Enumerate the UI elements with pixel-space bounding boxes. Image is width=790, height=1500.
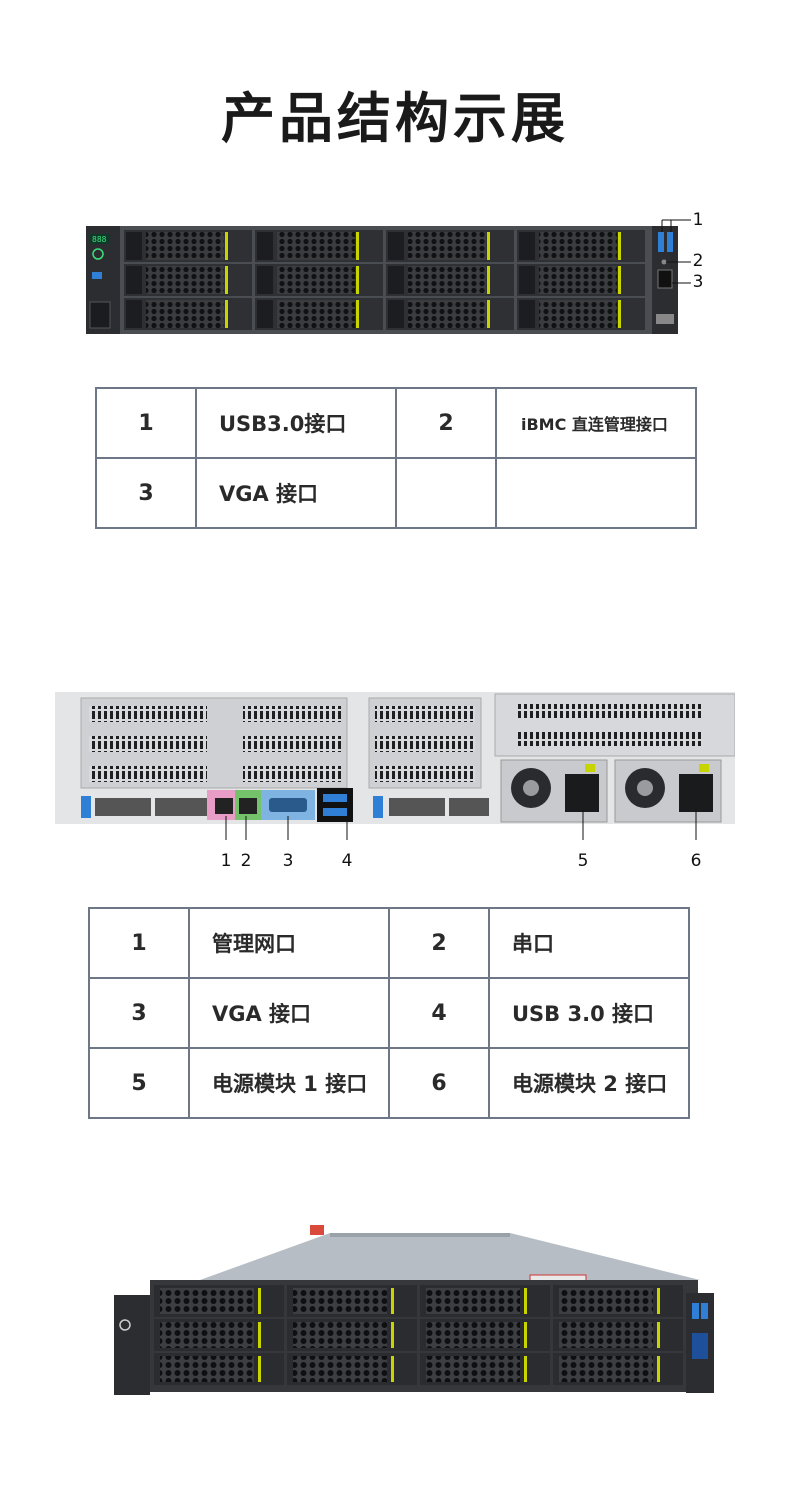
- drive-bay: [420, 1353, 550, 1385]
- table-cell-label: USB3.0接口: [195, 387, 397, 459]
- drive-bay: [553, 1319, 683, 1351]
- table-row: 1 USB3.0接口 2 iBMC 直连管理接口: [95, 387, 697, 459]
- drive-bay: [255, 264, 383, 296]
- table-cell-label: 电源模块 1 接口: [188, 1047, 390, 1119]
- drive-bay: [517, 230, 645, 262]
- rear-callout-1: 1: [220, 851, 232, 871]
- table-cell-number: 3: [95, 457, 197, 529]
- table-cell-label: VGA 接口: [195, 457, 397, 529]
- table-cell-label: iBMC 直连管理接口: [495, 387, 697, 459]
- table-cell-number: 2: [388, 907, 490, 979]
- front-callout-3: 3: [692, 272, 704, 292]
- table-cell-label: USB 3.0 接口: [488, 977, 690, 1049]
- drive-bay: [154, 1353, 284, 1385]
- drive-bay: [553, 1353, 683, 1385]
- table-cell-label: 管理网口: [188, 907, 390, 979]
- front-callout-1: 1: [692, 210, 704, 230]
- table-cell-number: 4: [388, 977, 490, 1049]
- drive-bay: [124, 298, 252, 330]
- drive-bay: [255, 230, 383, 262]
- drive-bay: [386, 298, 514, 330]
- drive-bay: [420, 1285, 550, 1317]
- rear-callout-3: 3: [282, 851, 294, 871]
- drive-bay: [287, 1285, 417, 1317]
- table-row: 3 VGA 接口 4 USB 3.0 接口: [88, 977, 690, 1049]
- front-callout-2: 2: [692, 251, 704, 271]
- table-cell-label: [495, 457, 697, 529]
- drive-bay: [154, 1319, 284, 1351]
- drive-bay: [287, 1353, 417, 1385]
- drive-bay: [287, 1319, 417, 1351]
- table-cell-label: VGA 接口: [188, 977, 390, 1049]
- front-panel-illustration: 888: [86, 219, 691, 334]
- table-cell-number: 1: [88, 907, 190, 979]
- svg-text:888: 888: [92, 235, 107, 244]
- drive-bay: [255, 298, 383, 330]
- drive-bay: [154, 1285, 284, 1317]
- rear-callout-4: 4: [341, 851, 353, 871]
- server-perspective-illustration: [114, 1225, 714, 1395]
- table-cell-number: 1: [95, 387, 197, 459]
- rear-interface-table: 1 管理网口 2 串口 3 VGA 接口 4 USB 3.0 接口 5 电源模块…: [88, 907, 690, 1119]
- rear-callout-5: 5: [577, 851, 589, 871]
- table-cell-label: 串口: [488, 907, 690, 979]
- drive-bay: [517, 264, 645, 296]
- drive-bay: [517, 298, 645, 330]
- table-cell-label: 电源模块 2 接口: [488, 1047, 690, 1119]
- drive-bay: [386, 230, 514, 262]
- table-cell-number: 5: [88, 1047, 190, 1119]
- drive-bay: [386, 264, 514, 296]
- drive-bay: [553, 1285, 683, 1317]
- table-cell-number: [395, 457, 497, 529]
- drive-bay: [124, 264, 252, 296]
- table-cell-number: 2: [395, 387, 497, 459]
- table-cell-number: 6: [388, 1047, 490, 1119]
- page-title: 产品结构示展: [221, 87, 569, 150]
- front-interface-table: 1 USB3.0接口 2 iBMC 直连管理接口 3 VGA 接口: [95, 387, 697, 529]
- drive-bay: [420, 1319, 550, 1351]
- table-row: 1 管理网口 2 串口: [88, 907, 690, 979]
- table-row: 5 电源模块 1 接口 6 电源模块 2 接口: [88, 1047, 690, 1119]
- table-row: 3 VGA 接口: [95, 457, 697, 529]
- rear-callout-2: 2: [240, 851, 252, 871]
- table-cell-number: 3: [88, 977, 190, 1049]
- rear-callout-6: 6: [690, 851, 702, 871]
- drive-bay: [124, 230, 252, 262]
- rear-panel-illustration: [55, 692, 735, 840]
